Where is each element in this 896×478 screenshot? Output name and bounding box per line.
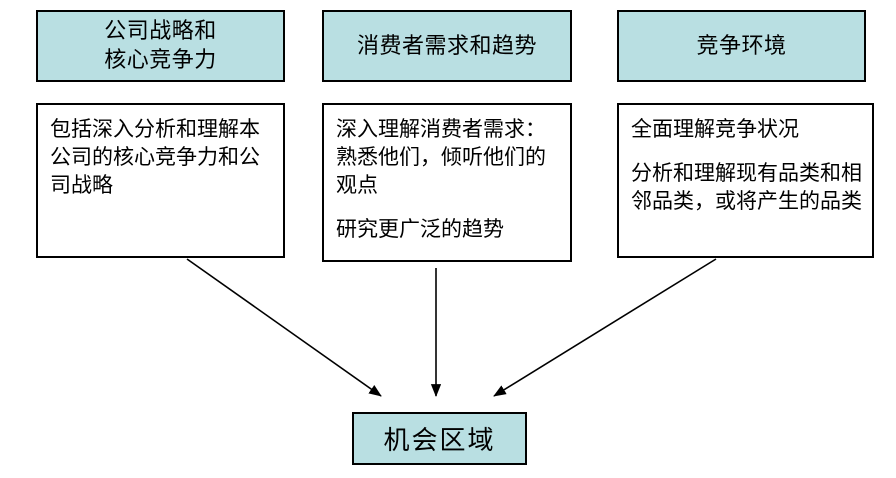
- node-competition-paragraph-1: 全面理解竞争状况: [631, 117, 799, 141]
- connector-competition-to-outcome: [493, 258, 717, 397]
- node-consumer-body[interactable]: 深入理解消费者需求：熟悉他们，倾听他们的观点 研究更广泛的趋势: [322, 103, 572, 262]
- node-outcome-label: 机会区域: [383, 426, 496, 455]
- node-consumer-header[interactable]: 消费者需求和趋势: [322, 10, 572, 82]
- node-consumer-paragraph-2: 研究更广泛的趋势: [336, 217, 504, 242]
- node-competition-header-text: 竞争环境: [696, 32, 787, 58]
- node-consumer-paragraph-1: 深入理解消费者需求：熟悉他们，倾听他们的观点: [336, 117, 546, 198]
- connector-strategy-to-outcome: [186, 258, 382, 397]
- node-strategy-paragraph-1: 包括深入分析和理解本公司的核心竞争力和公司战略: [50, 117, 260, 198]
- node-competition-header[interactable]: 竞争环境: [617, 10, 866, 82]
- node-strategy-header[interactable]: 公司战略和 核心竞争力: [36, 10, 285, 82]
- node-strategy-body[interactable]: 包括深入分析和理解本公司的核心竞争力和公司战略: [36, 103, 285, 258]
- node-strategy-header-text: 公司战略和 核心竞争力: [104, 18, 217, 72]
- node-consumer-header-text: 消费者需求和趋势: [356, 32, 537, 58]
- node-outcome-opportunity[interactable]: 机会区域: [352, 412, 527, 465]
- node-competition-body[interactable]: 全面理解竞争状况 分析和理解现有品类和相邻品类，或将产生的品类: [617, 103, 874, 258]
- node-competition-paragraph-2: 分析和理解现有品类和相邻品类，或将产生的品类: [631, 161, 862, 214]
